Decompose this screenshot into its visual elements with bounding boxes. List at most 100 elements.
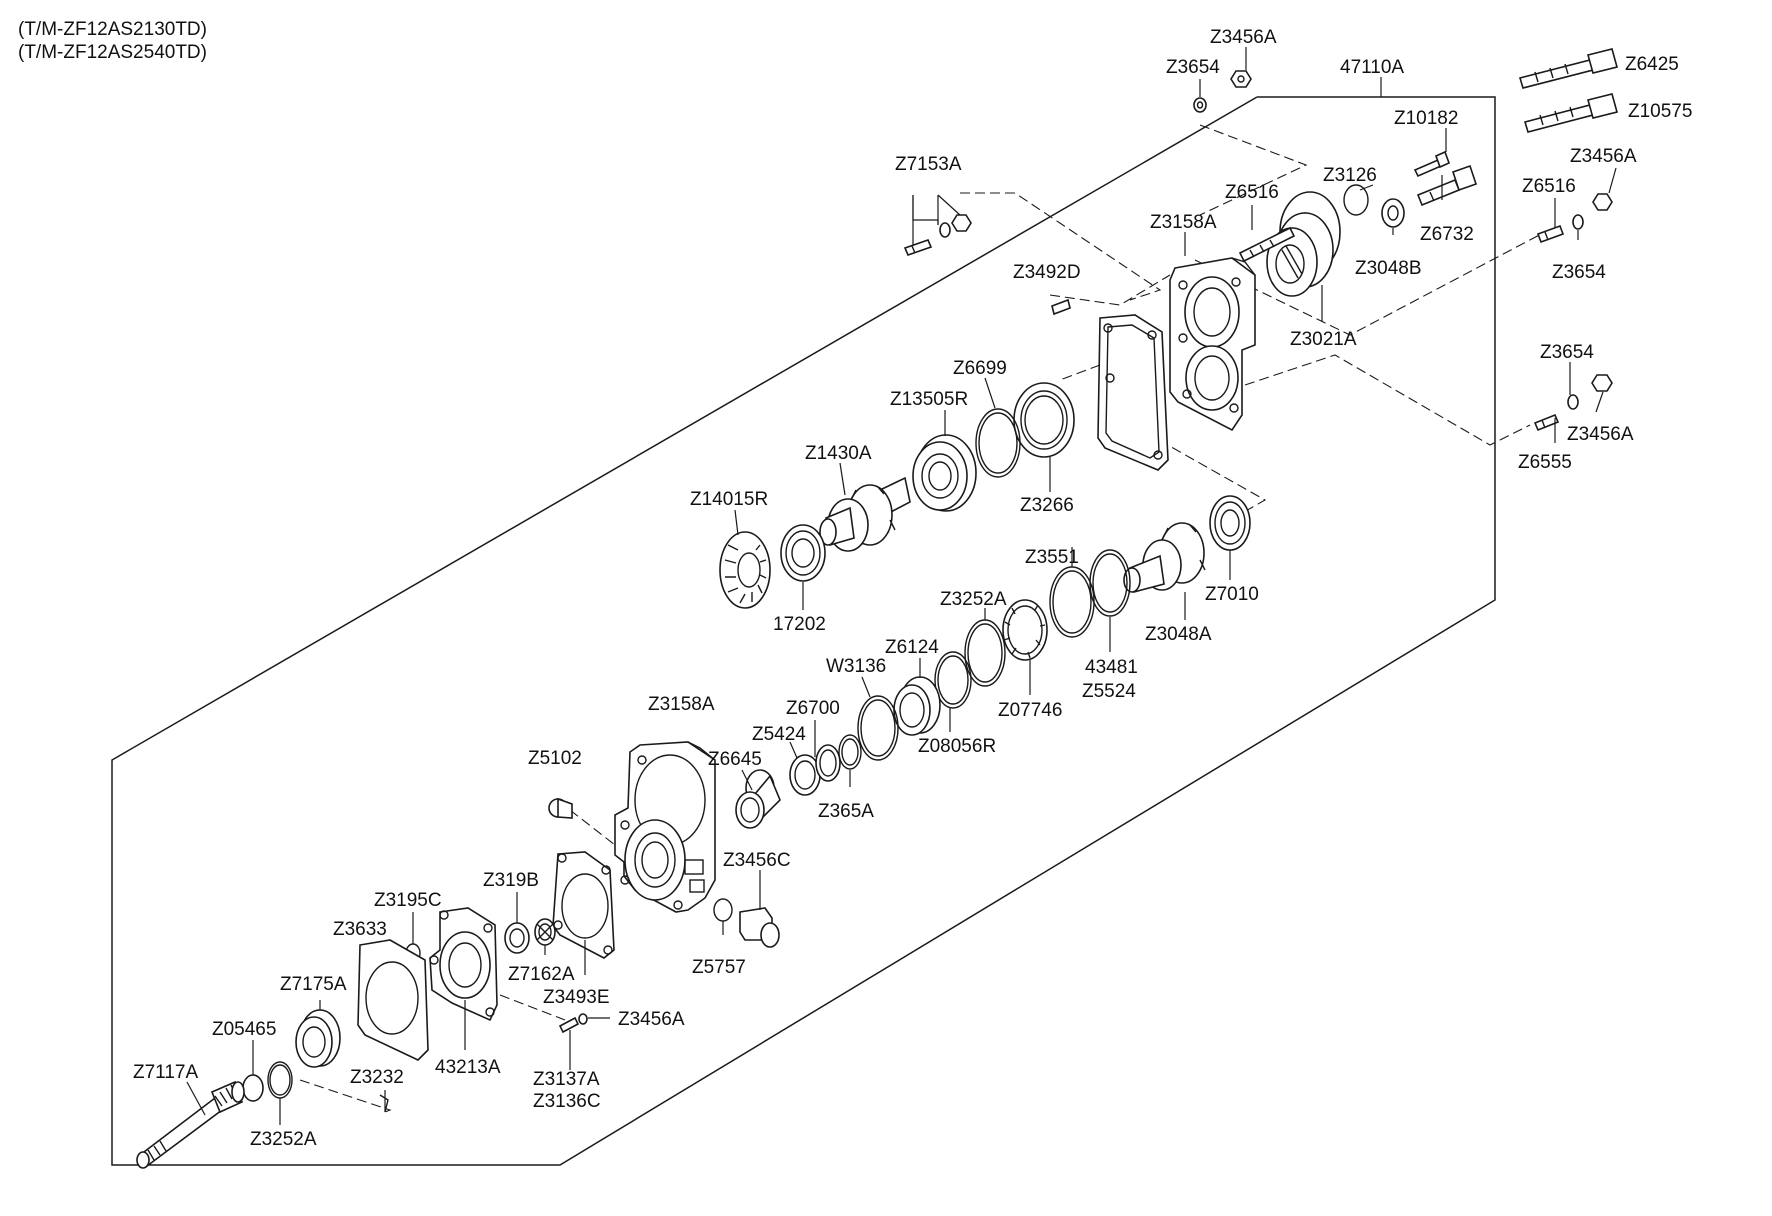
label-z6700: Z6700: [786, 698, 840, 719]
label-z3195c: Z3195C: [374, 890, 442, 911]
upper-housing-z3158a: [1169, 257, 1256, 432]
needle-bearing-z7162a: [534, 918, 556, 946]
sleeve-z6645: [735, 769, 781, 829]
seal-z3266: [1013, 382, 1075, 458]
gasket-plate: [1097, 314, 1169, 471]
ring-z6699: [975, 408, 1021, 478]
ring-z05465: [242, 1074, 264, 1102]
synchro-ring-z07746: [1002, 599, 1048, 661]
bearing-17202: [780, 524, 826, 582]
label-z3126: Z3126: [1323, 165, 1377, 186]
label-z6645: Z6645: [708, 749, 762, 770]
assembly-lines: [299, 124, 1546, 1113]
label-z05465: Z05465: [212, 1019, 276, 1040]
label-z3136c: Z3136C: [533, 1091, 601, 1112]
bolt-z10182: [1413, 150, 1451, 178]
flange-z3021a: [1266, 191, 1341, 297]
label-47110a: 47110A: [1340, 57, 1404, 78]
label-z7162a: Z7162A: [508, 964, 575, 985]
bearing-z13505r: [912, 434, 977, 512]
sensor-ring-z14015r: [719, 531, 771, 609]
label-z3266: Z3266: [1020, 495, 1074, 516]
label-z3048b: Z3048B: [1355, 258, 1422, 279]
label-z10575: Z10575: [1628, 101, 1692, 122]
stud-z6516-b: [1536, 224, 1565, 244]
label-z13505r: Z13505R: [890, 389, 968, 410]
label-w3136: W3136: [826, 656, 886, 677]
bearing-z7010: [1209, 495, 1251, 551]
stud-z6555: [1533, 374, 1613, 432]
bolt-z6732: [1416, 164, 1478, 207]
label-z6699: Z6699: [953, 358, 1007, 379]
label-z3493e: Z3493E: [543, 987, 610, 1008]
oring-z5757: [713, 898, 733, 922]
label-z365a: Z365A: [818, 801, 874, 822]
label-z08056r: Z08056R: [918, 736, 996, 757]
ring-w3136: [857, 695, 899, 761]
nut-z3456a-b: [1592, 193, 1613, 211]
label-z3021a: Z3021A: [1290, 329, 1357, 350]
label-z3137a: Z3137A: [533, 1069, 600, 1090]
label-z3492d: Z3492D: [1013, 262, 1081, 283]
gasket-z3493e: [552, 851, 615, 959]
ring-z365a: [838, 734, 862, 770]
gasket-z3633: [357, 939, 429, 1061]
bolt-z10575: [1523, 93, 1618, 133]
label-z14015r: Z14015R: [690, 489, 768, 510]
sensor-z3456c: [739, 907, 780, 948]
label-z5102: Z5102: [528, 748, 582, 769]
header-line-1: (T/M-ZF12AS2130TD): [18, 19, 207, 40]
label-z10182: Z10182: [1394, 108, 1458, 129]
label-z7117a: Z7117A: [133, 1062, 198, 1083]
pin-z3492d: [1051, 298, 1071, 316]
label-z3456a-right: Z3456A: [1570, 146, 1637, 167]
plug-z5102: [548, 797, 573, 819]
label-z3456a-mid: Z3456A: [1567, 424, 1634, 445]
bearing-z319b: [504, 922, 530, 954]
label-z3654-right: Z3654: [1552, 262, 1606, 283]
label-z3252a-lower: Z3252A: [250, 1129, 317, 1150]
label-z3232: Z3232: [350, 1067, 404, 1088]
bearing-z7175a: [295, 1009, 341, 1068]
lower-housing-z3158a: [614, 741, 716, 913]
label-z5424: Z5424: [752, 724, 806, 745]
label-z3551: Z3551: [1025, 547, 1079, 568]
label-z5757: Z5757: [692, 957, 746, 978]
label-z3633: Z3633: [333, 919, 387, 940]
bushing-z6124: [893, 676, 941, 736]
label-z7153a: Z7153A: [895, 154, 962, 175]
label-z7175a: Z7175A: [280, 974, 347, 995]
label-z6516-b: Z6516: [1522, 176, 1576, 197]
gear-shaft-z3048a: [1123, 522, 1206, 593]
assembly-frame: [111, 96, 1496, 1166]
label-z319b: Z319B: [483, 870, 539, 891]
label-z3456c: Z3456C: [723, 850, 791, 871]
label-z6516-a: Z6516: [1225, 182, 1279, 203]
label-z3654-mid: Z3654: [1540, 342, 1594, 363]
label-z3456a-lower: Z3456A: [618, 1009, 685, 1030]
ring-z3252a-lower: [267, 1061, 293, 1099]
bolt-z6425: [1518, 48, 1618, 89]
stud-z3137a: [558, 1013, 588, 1034]
label-z7010: Z7010: [1205, 584, 1259, 605]
label-z07746: Z07746: [998, 700, 1062, 721]
label-z6555: Z6555: [1518, 452, 1572, 473]
key-z3232: [379, 1094, 389, 1113]
stud-z6516-a: [1238, 226, 1296, 263]
label-z6124: Z6124: [885, 637, 939, 658]
cover-43213a: [429, 907, 498, 1022]
ring-z5424: [815, 744, 841, 782]
input-shaft-z7117a: [136, 1080, 245, 1169]
ring-z3551: [1049, 566, 1095, 638]
label-z5524: Z5524: [1082, 681, 1136, 702]
label-z3456a-top: Z3456A: [1210, 27, 1277, 48]
label-z1430a: Z1430A: [805, 443, 872, 464]
label-43481: 43481: [1085, 657, 1138, 678]
header-line-2: (T/M-ZF12AS2540TD): [18, 42, 207, 63]
ring-z08056r: [934, 651, 972, 709]
label-z3048a: Z3048A: [1145, 624, 1212, 645]
leader-lines: [186, 47, 1617, 1125]
label-43213a: 43213A: [435, 1057, 501, 1078]
